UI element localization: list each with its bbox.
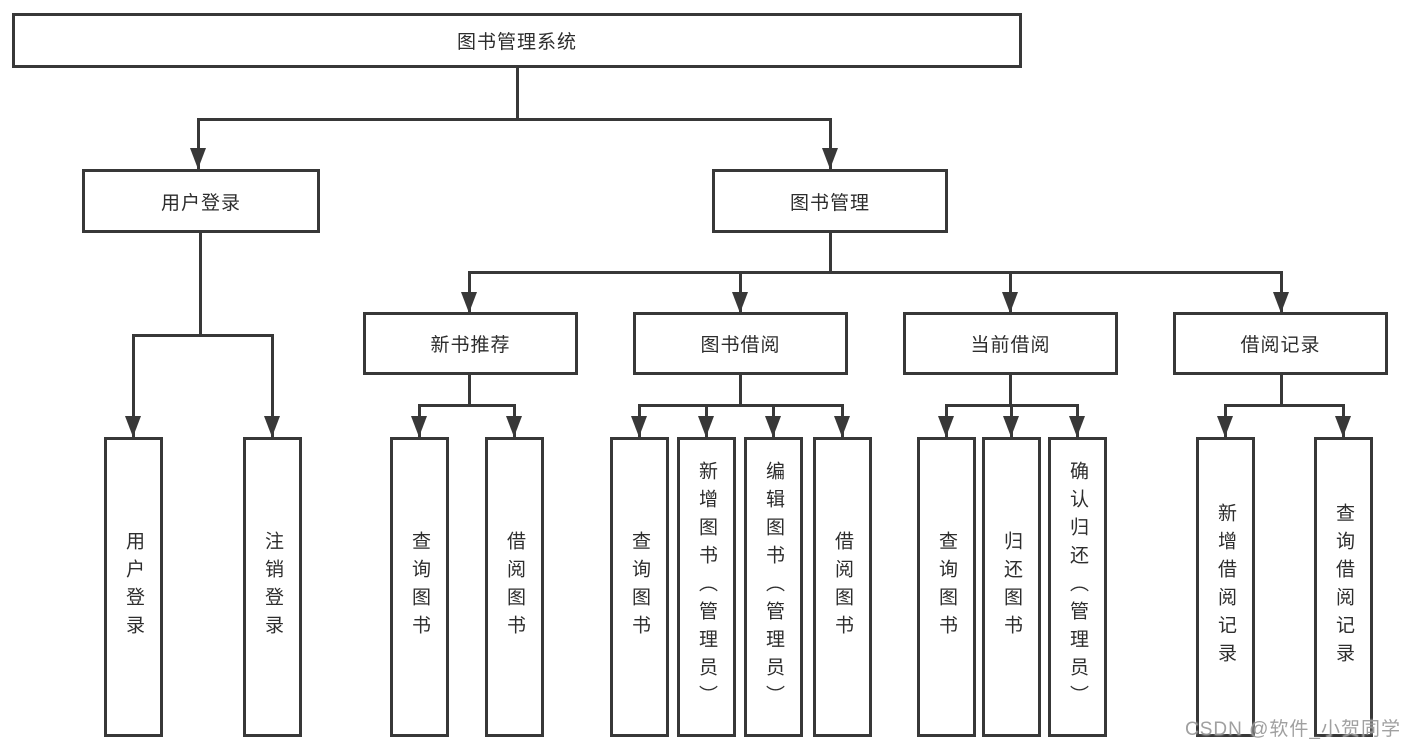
arrow-down-icon [1003,416,1019,437]
leaf-current-confirm-admin: 确认归还（管理员） [1048,437,1107,737]
arrow-down-icon [190,148,206,169]
node-label: 借阅记录 [1240,335,1321,356]
leaf-label: 借阅图书 [832,531,853,643]
connector-arrow-stem [271,334,274,437]
arrow-down-icon [1002,292,1018,313]
leaf-label: 注销登录 [262,531,283,643]
connector-arrow-stem [197,118,200,169]
node-label: 新书推荐 [430,335,511,356]
leaf-label: 查询借阅记录 [1333,503,1354,671]
leaf-borrow-query: 查询图书 [610,437,669,737]
node-label: 图书管理系统 [456,32,577,53]
arrow-down-icon [1273,292,1289,313]
leaf-borrow-book: 借阅图书 [813,437,872,737]
connector-rail [418,404,516,407]
leaf-label: 确认归还（管理员） [1067,461,1088,713]
arrow-down-icon [411,416,427,437]
leaf-newbook-borrow: 借阅图书 [485,437,544,737]
leaf-label: 查询图书 [936,531,957,643]
leaf-borrow-edit-admin: 编辑图书（管理员） [744,437,803,737]
connector-level1-rail [197,118,832,121]
arrow-down-icon [765,416,781,437]
node-label: 用户登录 [160,192,241,214]
leaf-label: 借阅图书 [504,531,525,643]
arrow-down-icon [264,416,280,437]
arrow-down-icon [1335,416,1351,437]
leaf-current-query: 查询图书 [917,437,976,737]
node-new-book-recommend: 新书推荐 [363,312,578,375]
connector-user-login-rail [132,334,274,337]
csdn-watermark: CSDN @软件_小贺同学 [1185,719,1401,740]
arrow-down-icon [822,148,838,169]
node-user-login: 用户登录 [82,169,320,233]
leaf-record-add: 新增借阅记录 [1196,437,1255,737]
connector-level2-rail [468,271,1282,274]
arrow-down-icon [698,416,714,437]
connector-root-stem [516,68,519,120]
arrow-down-icon [732,292,748,313]
arrow-down-icon [1069,416,1085,437]
leaf-borrow-add-admin: 新增图书（管理员） [677,437,736,737]
node-label: 当前借阅 [970,335,1051,356]
leaf-label: 查询图书 [629,531,650,643]
connector-stem [1009,375,1012,407]
leaf-record-query: 查询借阅记录 [1314,437,1373,737]
leaf-label: 查询图书 [409,531,430,643]
arrow-down-icon [1217,416,1233,437]
leaf-label: 新增借阅记录 [1215,503,1236,671]
node-book-borrow: 图书借阅 [633,312,848,375]
leaf-newbook-query: 查询图书 [390,437,449,737]
leaf-label: 新增图书（管理员） [696,461,717,713]
arrow-down-icon [938,416,954,437]
node-label: 图书借阅 [700,335,781,356]
arrow-down-icon [631,416,647,437]
connector-stem [468,375,471,407]
connector-stem [1280,375,1283,407]
connector-rail [638,404,844,407]
leaf-label: 编辑图书（管理员） [763,461,784,713]
connector-arrow-stem [829,118,832,169]
arrow-down-icon [834,416,850,437]
node-borrow-record: 借阅记录 [1173,312,1388,375]
leaf-label: 归还图书 [1001,531,1022,643]
leaf-logout: 注销登录 [243,437,302,737]
connector-rail [1224,404,1345,407]
leaf-current-return: 归还图书 [982,437,1041,737]
connector-user-login-stem [199,233,202,337]
connector-stem [739,375,742,407]
leaf-user-login: 用户登录 [104,437,163,737]
node-library-system: 图书管理系统 [12,13,1022,68]
leaf-label: 用户登录 [123,531,144,643]
arrow-down-icon [506,416,522,437]
node-current-borrow: 当前借阅 [903,312,1118,375]
connector-arrow-stem [132,334,135,437]
connector-book-mgmt-stem [829,233,832,274]
arrow-down-icon [461,292,477,313]
node-book-management: 图书管理 [712,169,948,233]
node-label: 图书管理 [789,192,870,214]
arrow-down-icon [125,416,141,437]
